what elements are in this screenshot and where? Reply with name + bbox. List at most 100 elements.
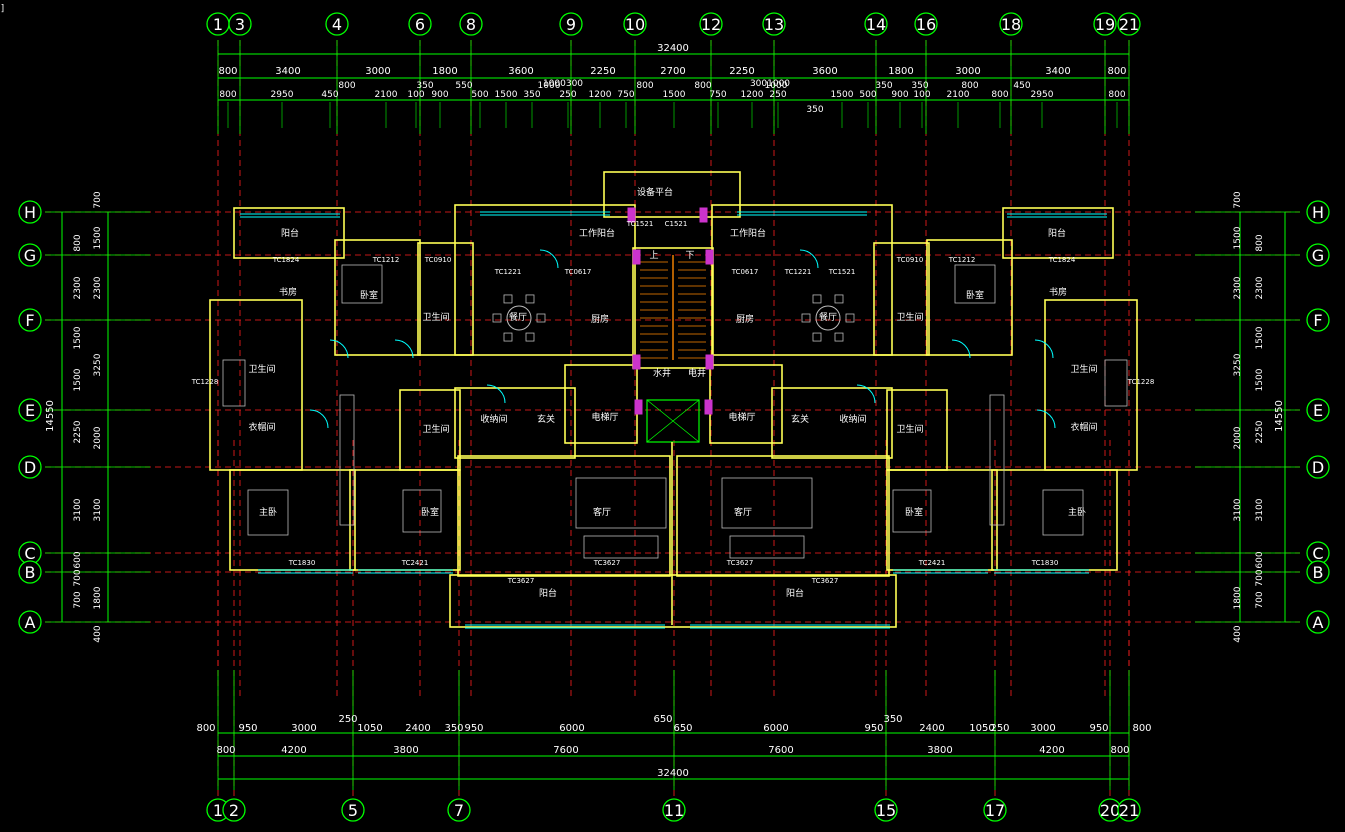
room-label: 卧室 (966, 289, 984, 301)
grid-bubble-right-circle (1306, 398, 1330, 422)
column (705, 249, 714, 265)
dim-text-side-inner: 2300 (1255, 276, 1265, 299)
door-swing (951, 339, 971, 359)
grid-bubble-bottom-label: 7 (454, 801, 464, 820)
dining-chair (834, 332, 844, 342)
dim-text-row1: 3000 (955, 66, 980, 77)
dim-text-bottom-row1: 1050 (969, 723, 994, 734)
grid-bubble-right-circle (1306, 455, 1330, 479)
dim-text-side-outer: 700 (1233, 191, 1243, 208)
wall-dining (711, 204, 893, 356)
room-label: 卫生间 (248, 363, 275, 375)
grid-bubble-top-circle (228, 12, 252, 36)
dim-text-bottom-row2: 4200 (1039, 745, 1064, 756)
dim-text-bottom-row1: 250 (990, 723, 1009, 734)
door-swing (486, 384, 506, 404)
wall-bath-small (399, 389, 461, 471)
window-tag: C1521 (665, 220, 688, 228)
grid-bubble-left-circle (18, 243, 42, 267)
dim-text-side-total: 14550 (1274, 400, 1285, 432)
coffee-table (729, 535, 805, 559)
wall-bath-small (886, 389, 948, 471)
room-label: 卧室 (421, 506, 439, 518)
grid-bubble-top-circle (559, 12, 583, 36)
door-swing (1036, 409, 1056, 429)
room-label: 阳台 (786, 587, 804, 599)
dim-text-row3: 1200 (741, 90, 764, 100)
dim-text-row2: 800 (961, 81, 978, 91)
grid-bubble-bottom-circle (1117, 798, 1141, 822)
grid-bubble-top-label: 18 (1001, 15, 1021, 34)
grid-bubble-left-label: D (24, 458, 36, 477)
room-label: 主卧 (259, 506, 277, 518)
window-tag: TC0617 (731, 268, 759, 276)
column (704, 399, 713, 415)
dim-text-row2: 800 (338, 81, 355, 91)
dim-text-side-inner: 700 (73, 591, 83, 608)
grid-bubble-bottom-label: 21 (1119, 801, 1139, 820)
wall-bath-wing (209, 299, 303, 471)
dim-text-bottom-row1: 3000 (291, 723, 316, 734)
grid-bubble-right-circle (1306, 243, 1330, 267)
column (632, 354, 641, 370)
window-tag: TC1228 (1127, 378, 1155, 386)
coffee-table (583, 535, 659, 559)
room-label: 书房 (279, 286, 297, 298)
grid-bubble-bottom-circle (983, 798, 1007, 822)
room-label: 电梯厅 (728, 411, 755, 423)
grid-bubble-top-label: 19 (1095, 15, 1115, 34)
dim-text-bottom-row2: 3800 (927, 745, 952, 756)
grid-bubble-top-circle (459, 12, 483, 36)
dim-text-side-outer: 2000 (1233, 426, 1243, 449)
grid-bubble-right-label: F (1313, 311, 1322, 330)
dim-text-row3: 2950 (1031, 90, 1054, 100)
dim-text-row1: 3600 (812, 66, 837, 77)
dim-text-side-outer: 3250 (1233, 353, 1243, 376)
dim-text-row3: 250 (769, 90, 786, 100)
room-label: 主卧 (1068, 506, 1086, 518)
wall-living (676, 455, 890, 577)
door-swing (856, 384, 876, 404)
elevator-shaft (646, 399, 700, 443)
dim-text-side-inner: 2300 (73, 276, 83, 299)
room-label: 工作阳台 (730, 227, 766, 239)
grid-bubble-left-label: C (24, 544, 35, 563)
room-label: 玄关 (791, 413, 809, 425)
room-label: 设备平台 (637, 186, 673, 198)
grid-bubble-left-circle (18, 560, 42, 584)
grid-bubble-left-circle (18, 308, 42, 332)
grid-bubble-bottom-label: 2 (229, 801, 239, 820)
dim-text-row3: 350 (523, 90, 540, 100)
dim-text-side-outer: 1500 (1233, 226, 1243, 249)
dim-text-bottom-row1: 2400 (405, 723, 430, 734)
dim-text-side-outer: 2300 (93, 276, 103, 299)
dim-text-bottom-row1: 800 (196, 723, 215, 734)
window-tag: TC0910 (896, 256, 924, 264)
grid-bubble-left-circle (18, 200, 42, 224)
column (634, 399, 643, 415)
wall-bath-wing (1044, 299, 1138, 471)
grid-bubble-bottom-circle (662, 798, 686, 822)
grid-bubble-left-label: H (24, 203, 36, 222)
room-label: 厨房 (736, 313, 754, 325)
dim-text-bottom-row1: 350 (444, 723, 463, 734)
dining-table (506, 305, 532, 331)
door-swing (394, 339, 414, 359)
sofa-set (575, 477, 667, 529)
dim-text-row2: 450 (1013, 81, 1030, 91)
dim-text-side-inner: 700 (1255, 569, 1265, 586)
grid-bubble-right-label: H (1312, 203, 1324, 222)
window-tag: TC1212 (372, 256, 400, 264)
grid-bubble-right-label: C (1312, 544, 1323, 563)
grid-bubble-right-label: G (1312, 246, 1324, 265)
dim-text-side-inner: 3100 (1255, 498, 1265, 521)
dim-text-row3: 2100 (375, 90, 398, 100)
grid-bubble-top-circle (864, 12, 888, 36)
dining-chair (801, 313, 811, 323)
window-tag: TC1228 (191, 378, 219, 386)
room-label: 上 (649, 250, 658, 261)
grid-bubble-bottom-circle (222, 798, 246, 822)
dim-text-bottom-row1: 2400 (919, 723, 944, 734)
dim-text-extra: 3001000 (750, 79, 790, 89)
wall-storage (771, 387, 893, 459)
